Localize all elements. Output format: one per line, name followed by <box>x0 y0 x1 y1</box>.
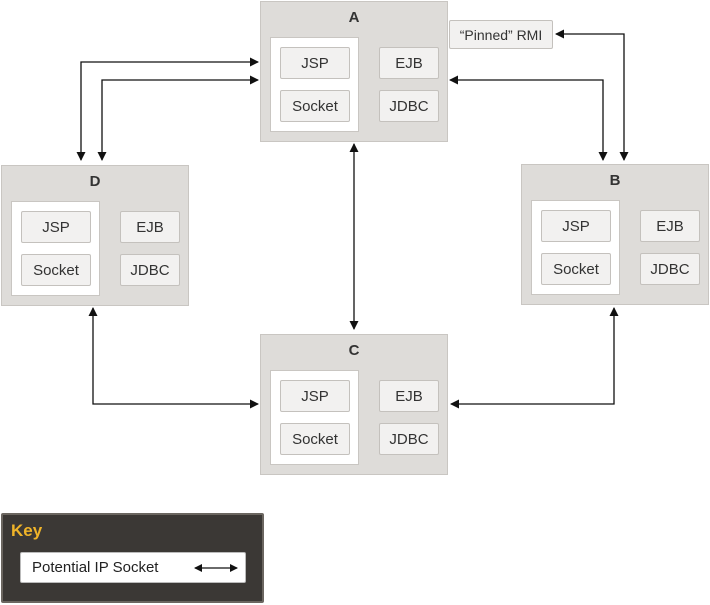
server-c: C JSP Socket EJB JDBC <box>260 334 448 475</box>
server-b-ejb: EJB <box>640 210 700 242</box>
server-d-jsp: JSP <box>21 211 91 243</box>
server-b-socket: Socket <box>541 253 611 285</box>
server-d-jdbc: JDBC <box>120 254 180 286</box>
pinned-rmi-label: “Pinned” RMI <box>449 20 553 49</box>
server-c-socket: Socket <box>280 423 350 455</box>
arrow-pinned-b <box>555 29 629 161</box>
arrow-b-c <box>450 307 619 409</box>
server-b-jdbc: JDBC <box>640 253 700 285</box>
server-a-socket: Socket <box>280 90 350 122</box>
arrow-d-c <box>88 307 259 409</box>
arrow-a-b <box>449 75 608 161</box>
legend-title: Key <box>11 521 43 540</box>
double-arrow-icon <box>194 564 238 572</box>
server-a-jsp: JSP <box>280 47 350 79</box>
arrow-a-d-outer <box>76 57 259 161</box>
server-c-title: C <box>348 342 360 359</box>
server-a: A JSP Socket EJB JDBC <box>260 1 448 142</box>
legend-key: Key Potential IP Socket <box>1 513 264 603</box>
server-c-ejb: EJB <box>379 380 439 412</box>
server-a-ejb: EJB <box>379 47 439 79</box>
server-b-jsp: JSP <box>541 210 611 242</box>
server-d-ejb: EJB <box>120 211 180 243</box>
server-a-jdbc: JDBC <box>379 90 439 122</box>
server-d: D JSP Socket EJB JDBC <box>1 165 189 306</box>
server-c-jdbc: JDBC <box>379 423 439 455</box>
server-b: B JSP Socket EJB JDBC <box>521 164 709 305</box>
server-b-title: B <box>609 172 621 189</box>
legend-entry-label: Potential IP Socket <box>32 559 159 576</box>
legend-entry: Potential IP Socket <box>20 552 246 583</box>
arrow-a-d-inner <box>97 75 259 161</box>
server-d-socket: Socket <box>21 254 91 286</box>
server-a-title: A <box>348 9 360 26</box>
server-d-title: D <box>89 173 101 190</box>
server-c-jsp: JSP <box>280 380 350 412</box>
